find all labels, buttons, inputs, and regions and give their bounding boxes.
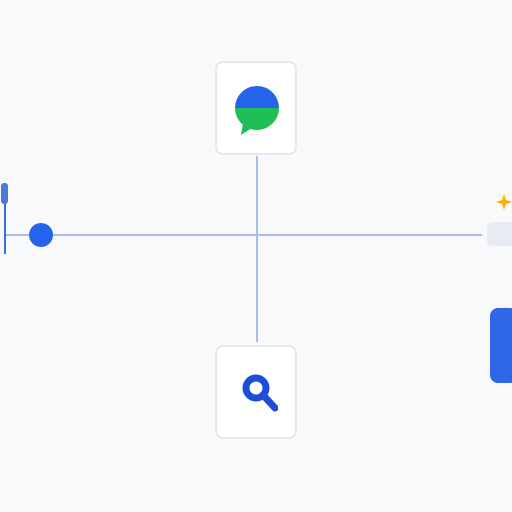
left-resize-handle-cap[interactable]: [1, 183, 8, 204]
vertical-guide-line: [256, 156, 258, 342]
right-edge-pill[interactable]: [487, 222, 512, 246]
chat-bubble-icon: [235, 86, 279, 135]
right-edge-blue-panel[interactable]: [490, 308, 512, 383]
sparkle-icon: [496, 194, 512, 210]
search-icon: [242, 374, 278, 412]
left-resize-handle[interactable]: [4, 184, 6, 254]
search-card[interactable]: [215, 345, 297, 439]
chat-card[interactable]: [215, 61, 297, 155]
horizontal-guide-line: [6, 234, 482, 236]
slider-thumb[interactable]: [29, 223, 53, 247]
